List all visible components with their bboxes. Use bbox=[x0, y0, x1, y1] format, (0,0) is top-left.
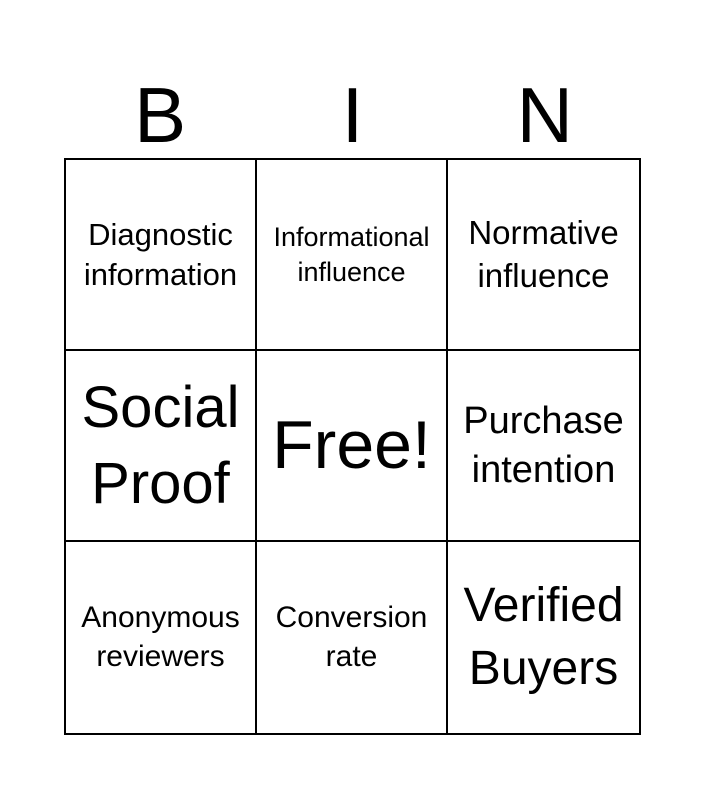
bingo-grid: Diagnostic information Informational inf… bbox=[64, 158, 641, 735]
bingo-cell-anonymous-reviewers[interactable]: Anonymous reviewers bbox=[66, 542, 257, 733]
bingo-cell-purchase-intention[interactable]: Purchase intention bbox=[448, 351, 639, 542]
bingo-cell-free[interactable]: Free! bbox=[257, 351, 448, 542]
header-letter-n: N bbox=[516, 71, 573, 159]
bingo-cell-social-proof[interactable]: Social Proof bbox=[66, 351, 257, 542]
bingo-cell-conversion-rate[interactable]: Conversion rate bbox=[257, 542, 448, 733]
bingo-cell-normative-influence[interactable]: Normative influence bbox=[448, 160, 639, 351]
header-letter-i: I bbox=[341, 71, 364, 159]
header-letter-b: B bbox=[134, 71, 187, 159]
bingo-cell-diagnostic-information[interactable]: Diagnostic information bbox=[66, 160, 257, 351]
bingo-cell-verified-buyers[interactable]: Verified Buyers bbox=[448, 542, 639, 733]
bingo-header: B I N bbox=[64, 58, 641, 154]
bingo-cell-informational-influence[interactable]: Informational influence bbox=[257, 160, 448, 351]
